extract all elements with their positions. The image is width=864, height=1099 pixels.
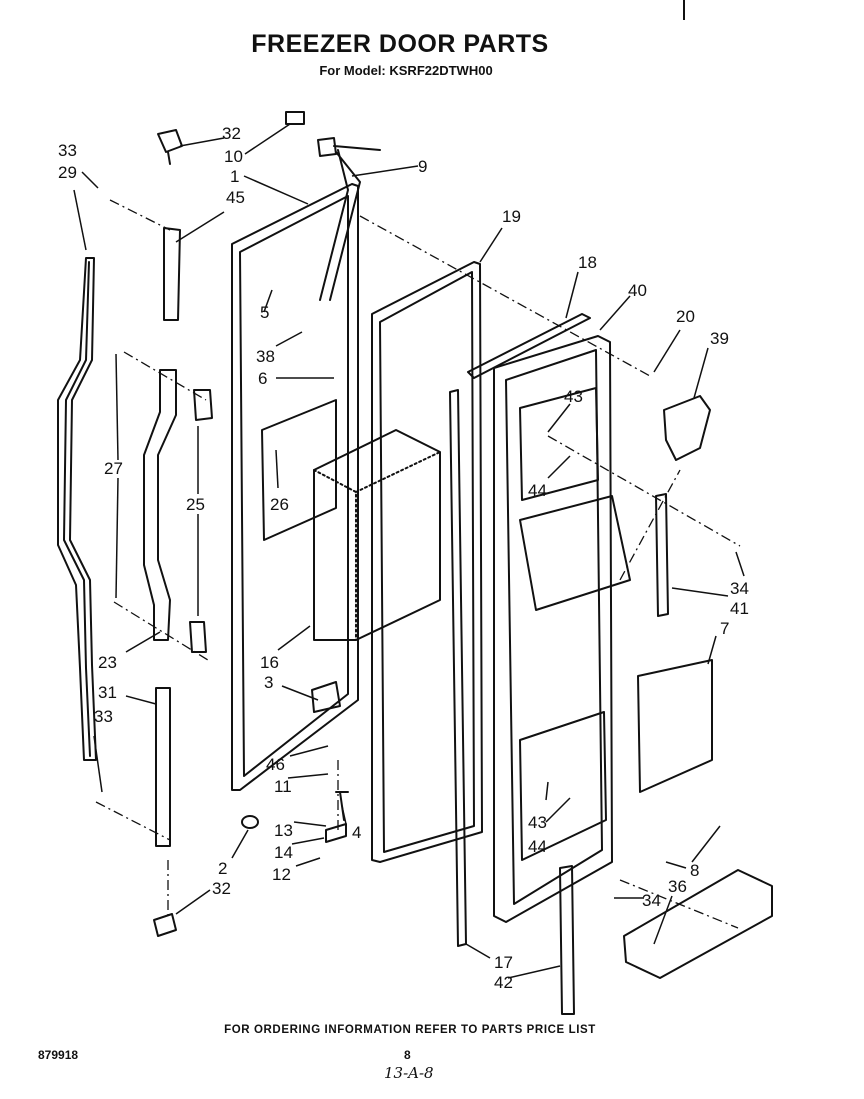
hinge-plate-lower xyxy=(189,621,207,653)
callout-label: 23 xyxy=(98,653,117,672)
callout-label: 44 xyxy=(528,837,547,856)
callout-label: 12 xyxy=(272,865,291,884)
callout-label: 18 xyxy=(578,253,597,272)
callout-label: 31 xyxy=(98,683,117,702)
callout-label: 43 xyxy=(564,387,583,406)
handle-part xyxy=(143,369,177,641)
hinge-block xyxy=(311,681,341,713)
shelf-strip xyxy=(467,313,591,379)
callout-label: 5 xyxy=(260,303,269,322)
ordering-note: FOR ORDERING INFORMATION REFER TO PARTS … xyxy=(224,1024,596,1036)
callout-label: 42 xyxy=(494,973,513,992)
handwritten-note: 13-A-8 xyxy=(384,1064,434,1082)
dispenser-chute xyxy=(663,395,711,461)
door-outer-panel xyxy=(231,183,359,791)
page-number: 8 xyxy=(404,1048,411,1062)
callout-label: 1 xyxy=(230,167,239,186)
callout-label: 14 xyxy=(274,843,293,862)
vertical-strip xyxy=(559,865,575,1015)
callout-label: 36 xyxy=(668,877,687,896)
callout-label: 17 xyxy=(494,953,513,972)
trim-strip xyxy=(449,389,467,947)
corner-mark xyxy=(683,0,685,20)
callout-label: 11 xyxy=(274,777,292,796)
callout-label: 13 xyxy=(274,821,293,840)
callout-label: 34 xyxy=(730,579,749,598)
callout-label: 26 xyxy=(270,495,289,514)
insulation-block xyxy=(313,429,441,641)
door-bin xyxy=(623,869,773,979)
callout-label: 38 xyxy=(256,347,275,366)
door-gasket xyxy=(371,261,483,863)
callout-label: 6 xyxy=(258,369,267,388)
page-title: FREEZER DOOR PARTS xyxy=(251,30,549,58)
cover-panel xyxy=(637,659,713,793)
hinge-pin-top xyxy=(157,129,183,165)
callout-label: 27 xyxy=(104,459,123,478)
callout-label: 20 xyxy=(676,307,695,326)
callout-label: 8 xyxy=(690,861,699,880)
hinge-pin-bottom xyxy=(153,913,177,937)
callout-label: 46 xyxy=(266,755,285,774)
callout-label: 7 xyxy=(720,619,729,638)
callout-label: 45 xyxy=(226,188,245,207)
spacer-part xyxy=(325,823,347,843)
callout-label: 9 xyxy=(418,157,427,176)
callout-label: 33 xyxy=(58,141,77,160)
callout-label: 32 xyxy=(222,124,241,143)
liner-bracket xyxy=(655,493,669,617)
bracket-bottom-part xyxy=(155,687,171,847)
callout-label: 16 xyxy=(260,653,279,672)
callout-label: 29 xyxy=(58,163,77,182)
handle-trim-part xyxy=(57,257,97,761)
model-subtitle: For Model: KSRF22DTWH00 xyxy=(319,63,493,78)
callout-label: 3 xyxy=(264,673,273,692)
door-inner-liner xyxy=(493,335,613,923)
callout-label: 41 xyxy=(730,599,749,618)
document-number: 879918 xyxy=(38,1048,79,1062)
callout-labels: 32 10 9 33 29 1 45 19 18 40 20 39 5 38 6… xyxy=(58,124,749,992)
callout-label: 4 xyxy=(352,823,361,842)
callout-label: 34 xyxy=(642,891,661,910)
plate-part xyxy=(261,399,337,541)
callout-label: 40 xyxy=(628,281,647,300)
hinge-bushing xyxy=(241,815,259,829)
wire-harness-part xyxy=(317,137,381,301)
callout-label: 2 xyxy=(218,859,227,878)
callout-label: 10 xyxy=(224,147,243,166)
clip-part xyxy=(285,111,305,125)
callout-label: 39 xyxy=(710,329,729,348)
bracket-top-part xyxy=(163,227,181,321)
hinge-plate-upper xyxy=(193,389,213,421)
callout-label: 19 xyxy=(502,207,521,226)
callout-label: 44 xyxy=(528,481,547,500)
callout-label: 33 xyxy=(94,707,113,726)
callout-label: 32 xyxy=(212,879,231,898)
callout-label: 25 xyxy=(186,495,205,514)
callout-label: 43 xyxy=(528,813,547,832)
